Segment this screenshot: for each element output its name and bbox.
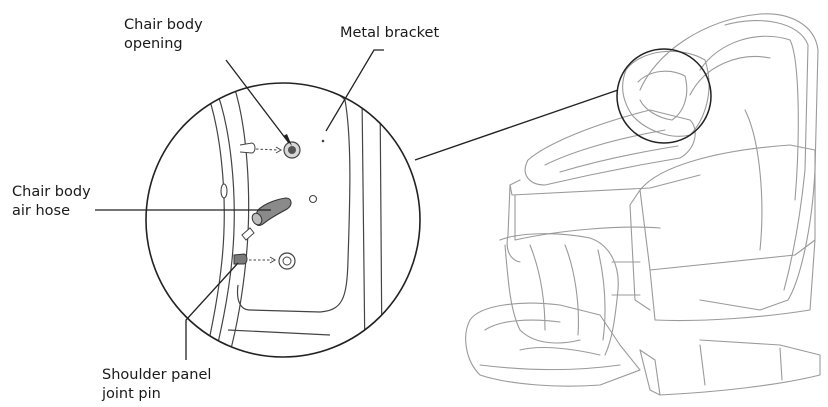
highlight-circle: [616, 48, 712, 144]
label-line: air hose: [12, 203, 71, 219]
leader-lines: [95, 49, 384, 360]
upper-dashed-arrow: [255, 148, 279, 151]
side-slot: [220, 183, 228, 199]
callout-connector-line: [414, 89, 619, 161]
zoom-detail: [199, 83, 383, 357]
zoom-circle: [145, 82, 421, 358]
label-line: joint pin: [102, 386, 161, 402]
label-chair-body-air-hose: Chair body air hose: [12, 183, 91, 221]
label-shoulder-panel-joint-pin: Shoulder panel joint pin: [102, 366, 211, 404]
shoulder-panel-joint-pin: [233, 253, 248, 265]
label-line: opening: [124, 36, 183, 52]
label-chair-body-opening: Chair body opening: [124, 16, 203, 54]
label-line: Chair body: [12, 184, 91, 200]
label-line: Chair body: [124, 17, 203, 33]
massage-chair-illustration: [465, 13, 821, 396]
bracket-hole: [308, 194, 318, 204]
upper-pin-stub: [239, 142, 256, 154]
air-hose: [254, 197, 292, 227]
label-line: Shoulder panel: [102, 367, 212, 383]
label-metal-bracket: Metal bracket: [340, 24, 439, 43]
label-line: Metal bracket: [340, 25, 440, 41]
